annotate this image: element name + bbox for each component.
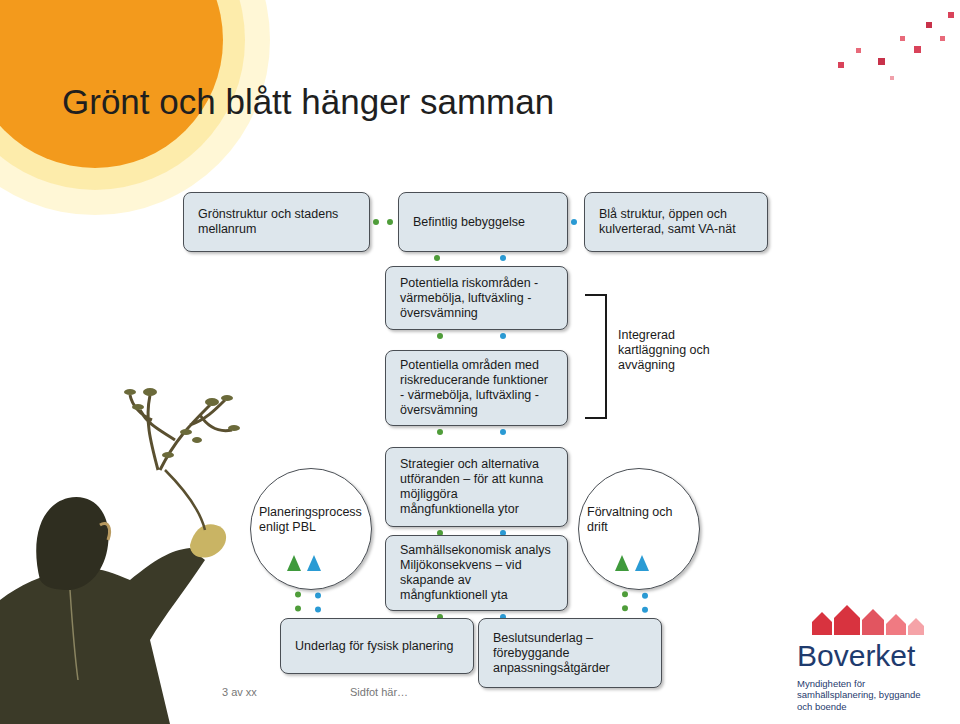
- dotted-line: [295, 595, 301, 612]
- dotted-line: [622, 594, 628, 612]
- dotted-line: [437, 336, 443, 344]
- node-text: Beslutsunderlag – förebyggande anpassnin…: [493, 631, 647, 676]
- green-triangle: [287, 555, 301, 571]
- dotted-connector: [298, 595, 318, 612]
- dotted-line: [437, 432, 443, 441]
- process-circle: Planeringsprocess enligt PBL: [250, 468, 372, 590]
- analysis-box: Potentiella riskområden - värmebölja, lu…: [385, 266, 568, 330]
- node-text: Blå struktur, öppen och kulverterad, sam…: [599, 207, 753, 237]
- footer-text: Sidfot här…: [350, 686, 450, 699]
- logo-houses: [812, 605, 924, 635]
- source-box: Befintlig bebyggelse: [398, 192, 568, 252]
- bracket: [585, 295, 606, 418]
- node-text: Miljökonsekvens – vid skapande av mångfu…: [400, 558, 553, 603]
- source-box: Grönstruktur och stadens mellanrum: [183, 192, 370, 252]
- node-text: Förvaltning och drift: [587, 505, 691, 535]
- dotted-line: [500, 258, 506, 260]
- process-circle: Förvaltning och drift: [578, 468, 700, 590]
- logo-tagline: Myndigheten för samhällsplanering, bygga…: [797, 678, 932, 712]
- bracket-label: Integrerad kartläggning och avvägning: [618, 328, 728, 373]
- dotted-connector: [574, 222, 578, 223]
- strategy-box: Strategier och alternativa utföranden – …: [385, 447, 568, 527]
- dotted-connector: [625, 594, 645, 612]
- blue-triangle: [635, 555, 649, 571]
- logo-name: Boverket: [797, 638, 947, 674]
- node-text: Potentiella områden med riskreducerande …: [400, 358, 553, 418]
- node-text: Planeringsprocess enligt PBL: [259, 505, 363, 535]
- dotted-line: [376, 219, 392, 225]
- dotted-line: [500, 336, 506, 344]
- dotted-line: [642, 596, 648, 612]
- analysis-box: Samhällsekonomisk analysMiljökonsekvens …: [385, 535, 568, 611]
- node-text: Strategier och alternativa utföranden – …: [400, 457, 553, 517]
- decor-squares: [838, 12, 954, 80]
- triangle-symbols: [613, 553, 653, 573]
- dotted-line: [500, 432, 506, 441]
- dotted-connector: [437, 258, 503, 260]
- node-text: Underlag för fysisk planering: [295, 639, 459, 654]
- green-triangle: [615, 555, 629, 571]
- dotted-line: [434, 258, 440, 260]
- slide-title: Grönt och blått hänger samman: [62, 82, 554, 122]
- triangle-symbols: [285, 553, 325, 573]
- node-text: Samhällsekonomisk analys: [400, 543, 553, 558]
- dotted-line: [315, 596, 321, 612]
- analysis-box: Potentiella områden med riskreducerande …: [385, 350, 568, 426]
- node-text: Grönstruktur och stadens mellanrum: [198, 207, 355, 237]
- node-text: Potentiella riskområden - värmebölja, lu…: [400, 276, 553, 321]
- person-figure: [0, 388, 240, 724]
- dotted-line: [574, 219, 578, 225]
- output-box: Underlag för fysisk planering: [280, 618, 474, 674]
- source-box: Blå struktur, öppen och kulverterad, sam…: [584, 192, 768, 252]
- dotted-connector: [440, 336, 503, 344]
- output-box: Beslutsunderlag – förebyggande anpassnin…: [478, 618, 662, 688]
- node-text: Befintlig bebyggelse: [413, 215, 553, 230]
- dotted-connector: [440, 432, 503, 441]
- dotted-connector: [440, 533, 503, 534]
- dotted-connector: [376, 222, 392, 223]
- blue-triangle: [307, 555, 321, 571]
- page-number: 3 av xx: [222, 686, 292, 699]
